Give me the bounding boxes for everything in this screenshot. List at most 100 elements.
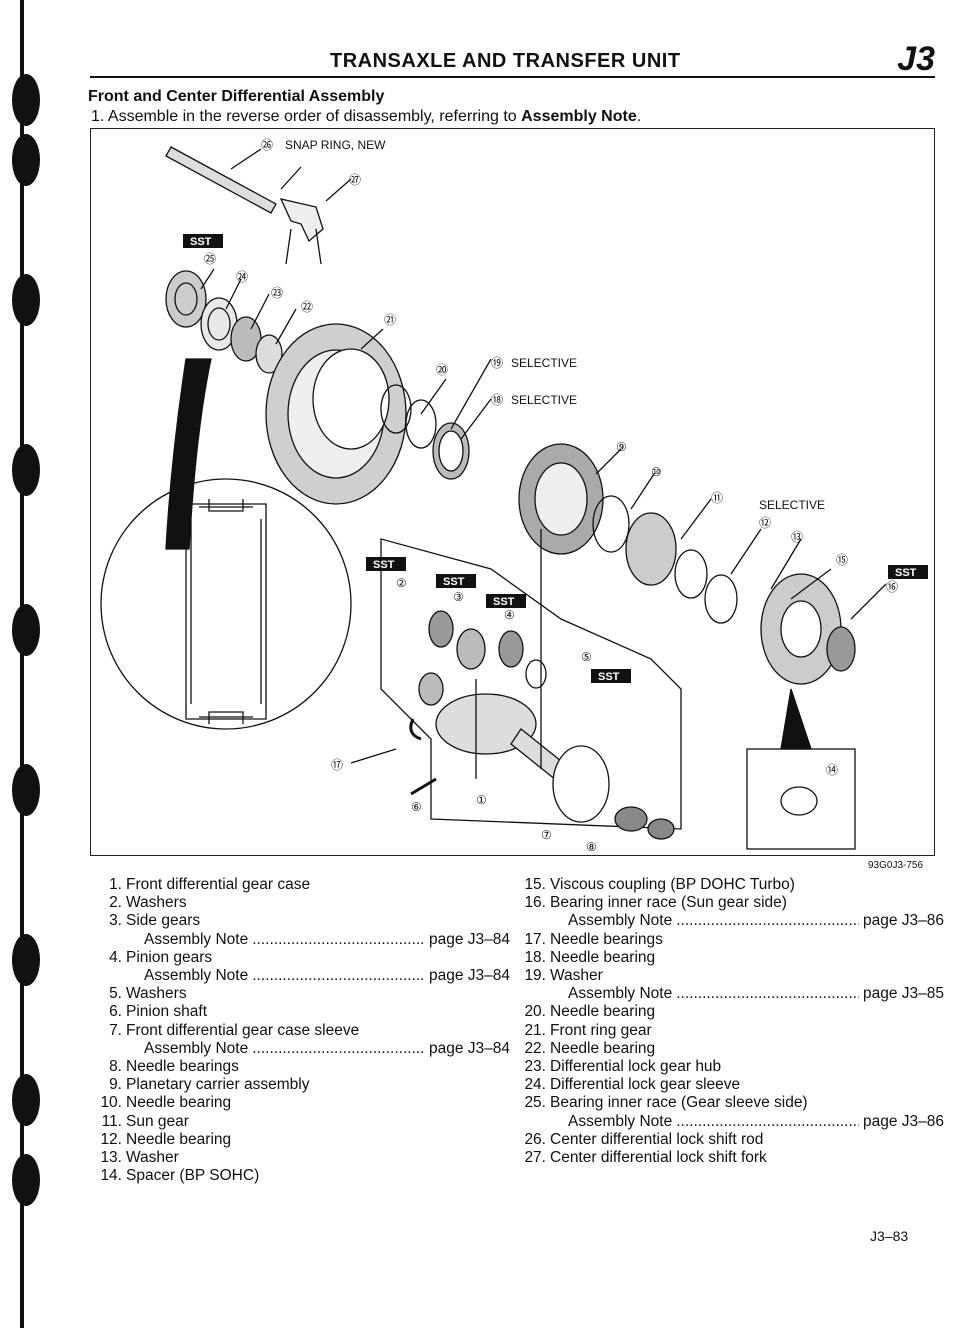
legend-text: Differential lock gear sleeve [550,1076,741,1094]
callout-1: ① [476,793,487,807]
legend-note: Assembly Notepage J3–85 [524,985,944,1003]
legend-item: 26.Center differential lock shift rod [524,1131,944,1149]
legend-item: 10.Needle bearing [100,1094,510,1112]
note-label: Assembly Note [568,912,673,930]
legend-number: 22. [524,1039,546,1057]
callout-3: ③ [453,590,464,604]
leader-dots [252,967,425,985]
legend-text: Needle bearings [550,930,663,948]
legend-text: Washers [126,894,187,912]
legend-number: 18. [524,948,546,966]
callout-18: ⑱ [491,393,503,407]
legend-number: 20. [524,1003,546,1021]
legend-note: Assembly Notepage J3–86 [524,912,944,930]
legend-number: 14. [100,1167,122,1185]
callout-9: ⑨ [616,440,627,454]
callout-4: ④ [504,608,515,622]
annotation-selective-11: SELECTIVE [759,498,825,512]
intro-suffix: . [636,108,642,125]
legend-text: Side gears [126,912,201,930]
page-reference: page J3–85 [862,985,944,1003]
callout-26: ㉖ [261,138,273,152]
legend-item: 23.Differential lock gear hub [524,1058,944,1076]
header-title: TRANSAXLE AND TRANSFER UNIT [330,50,681,72]
legend-number: 6. [109,1003,122,1021]
legend-number: 15. [524,876,546,893]
legend-item: 3.Side gears [100,912,510,930]
legend-text: Washer [126,1149,179,1167]
legend-number: 26. [524,1130,546,1148]
legend-number: 16. [524,894,546,912]
sst-label: SST [443,576,465,588]
callout-13: ⑬ [791,530,803,544]
legend-text: Needle bearing [126,1094,232,1112]
legend-item: 2.Washers [100,894,510,912]
leader-dots [252,1040,425,1058]
callout-24: ㉔ [236,270,248,284]
legend-item: 24.Differential lock gear sleeve [524,1076,944,1094]
legend-number: 27. [524,1149,546,1167]
legend-number: 1. [109,876,122,893]
legend-number: 12. [100,1130,122,1148]
legend-text: Washers [126,985,187,1003]
legend-number: 23. [524,1058,546,1076]
legend-number: 13. [100,1149,122,1167]
legend-item: 19.Washer [524,967,944,985]
leader-dots [676,912,859,930]
legend-number: 3. [109,912,122,930]
legend-right-column: 15.Viscous coupling (BP DOHC Turbo)16.Be… [524,876,944,1167]
callout-12: ⑫ [759,516,771,530]
callout-22: ㉒ [301,300,313,314]
intro-bold: Assembly Note [521,108,637,125]
legend-item: 25.Bearing inner race (Gear sleeve side) [524,1094,944,1112]
legend-item: 21.Front ring gear [524,1022,944,1040]
callout-7: ⑦ [541,828,552,842]
note-label: Assembly Note [144,1039,249,1057]
legend-text: Bearing inner race (Gear sleeve side) [550,1094,808,1112]
legend-text: Differential lock gear hub [550,1058,722,1076]
leader-dots [676,1113,859,1131]
legend-text: Planetary carrier assembly [126,1076,310,1094]
callout-21: ㉑ [384,313,396,327]
legend-text: Spacer (BP SOHC) [126,1167,260,1185]
legend-text: Bearing inner race (Sun gear side) [550,894,787,912]
legend-item: 17.Needle bearings [524,931,944,949]
legend-number: 5. [109,985,122,1003]
legend-text: Front differential gear case sleeve [126,1021,360,1039]
page-reference: page J3–84 [428,967,510,985]
legend-item: 5.Washers [100,985,510,1003]
legend-item: 18.Needle bearing [524,949,944,967]
exploded-view-figure: SST SST SST SST SST SST ㉖ SNAP RING, NEW… [90,128,935,856]
annotation-snap-ring: SNAP RING, NEW [285,138,386,152]
legend-item: 8.Needle bearings [100,1058,510,1076]
legend-number: 8. [109,1058,122,1076]
sst-label: SST [895,567,917,579]
legend-text: Pinion gears [126,948,213,966]
note-label: Assembly Note [568,1112,673,1130]
intro-text: 1. Assemble in the reverse order of disa… [91,108,522,125]
legend-item: 1.Front differential gear case [100,876,510,894]
callout-19: ⑲ [491,356,503,370]
binding-edge [0,0,40,1328]
callout-11: ⑪ [711,491,723,505]
legend-item: 11.Sun gear [100,1113,510,1131]
page-reference: page J3–84 [428,930,510,948]
legend-text: Front ring gear [550,1021,652,1039]
legend-item: 7.Front differential gear case sleeve [100,1022,510,1040]
legend-item: 27.Center differential lock shift fork [524,1149,944,1167]
legend-number: 25. [524,1094,546,1112]
callout-20: ⑳ [436,363,448,377]
leader-dots [252,931,425,949]
sst-label: SST [373,559,395,571]
legend-text: Washer [550,967,603,985]
legend-item: 13.Washer [100,1149,510,1167]
page-reference: page J3–86 [862,1112,944,1130]
legend-text: Viscous coupling (BP DOHC Turbo) [550,876,795,893]
header-section-code: J3 [897,40,935,78]
sst-label: SST [598,671,620,683]
callout-labels: ㉖ SNAP RING, NEW ㉗ ㉕ ㉔ ㉓ ㉒ ㉑ ⑳ ⑲ SELECTI… [204,138,898,854]
legend-note: Assembly Notepage J3–84 [100,1040,510,1058]
callout-16: ⑯ [886,580,898,594]
legend-text: Needle bearings [126,1058,239,1076]
